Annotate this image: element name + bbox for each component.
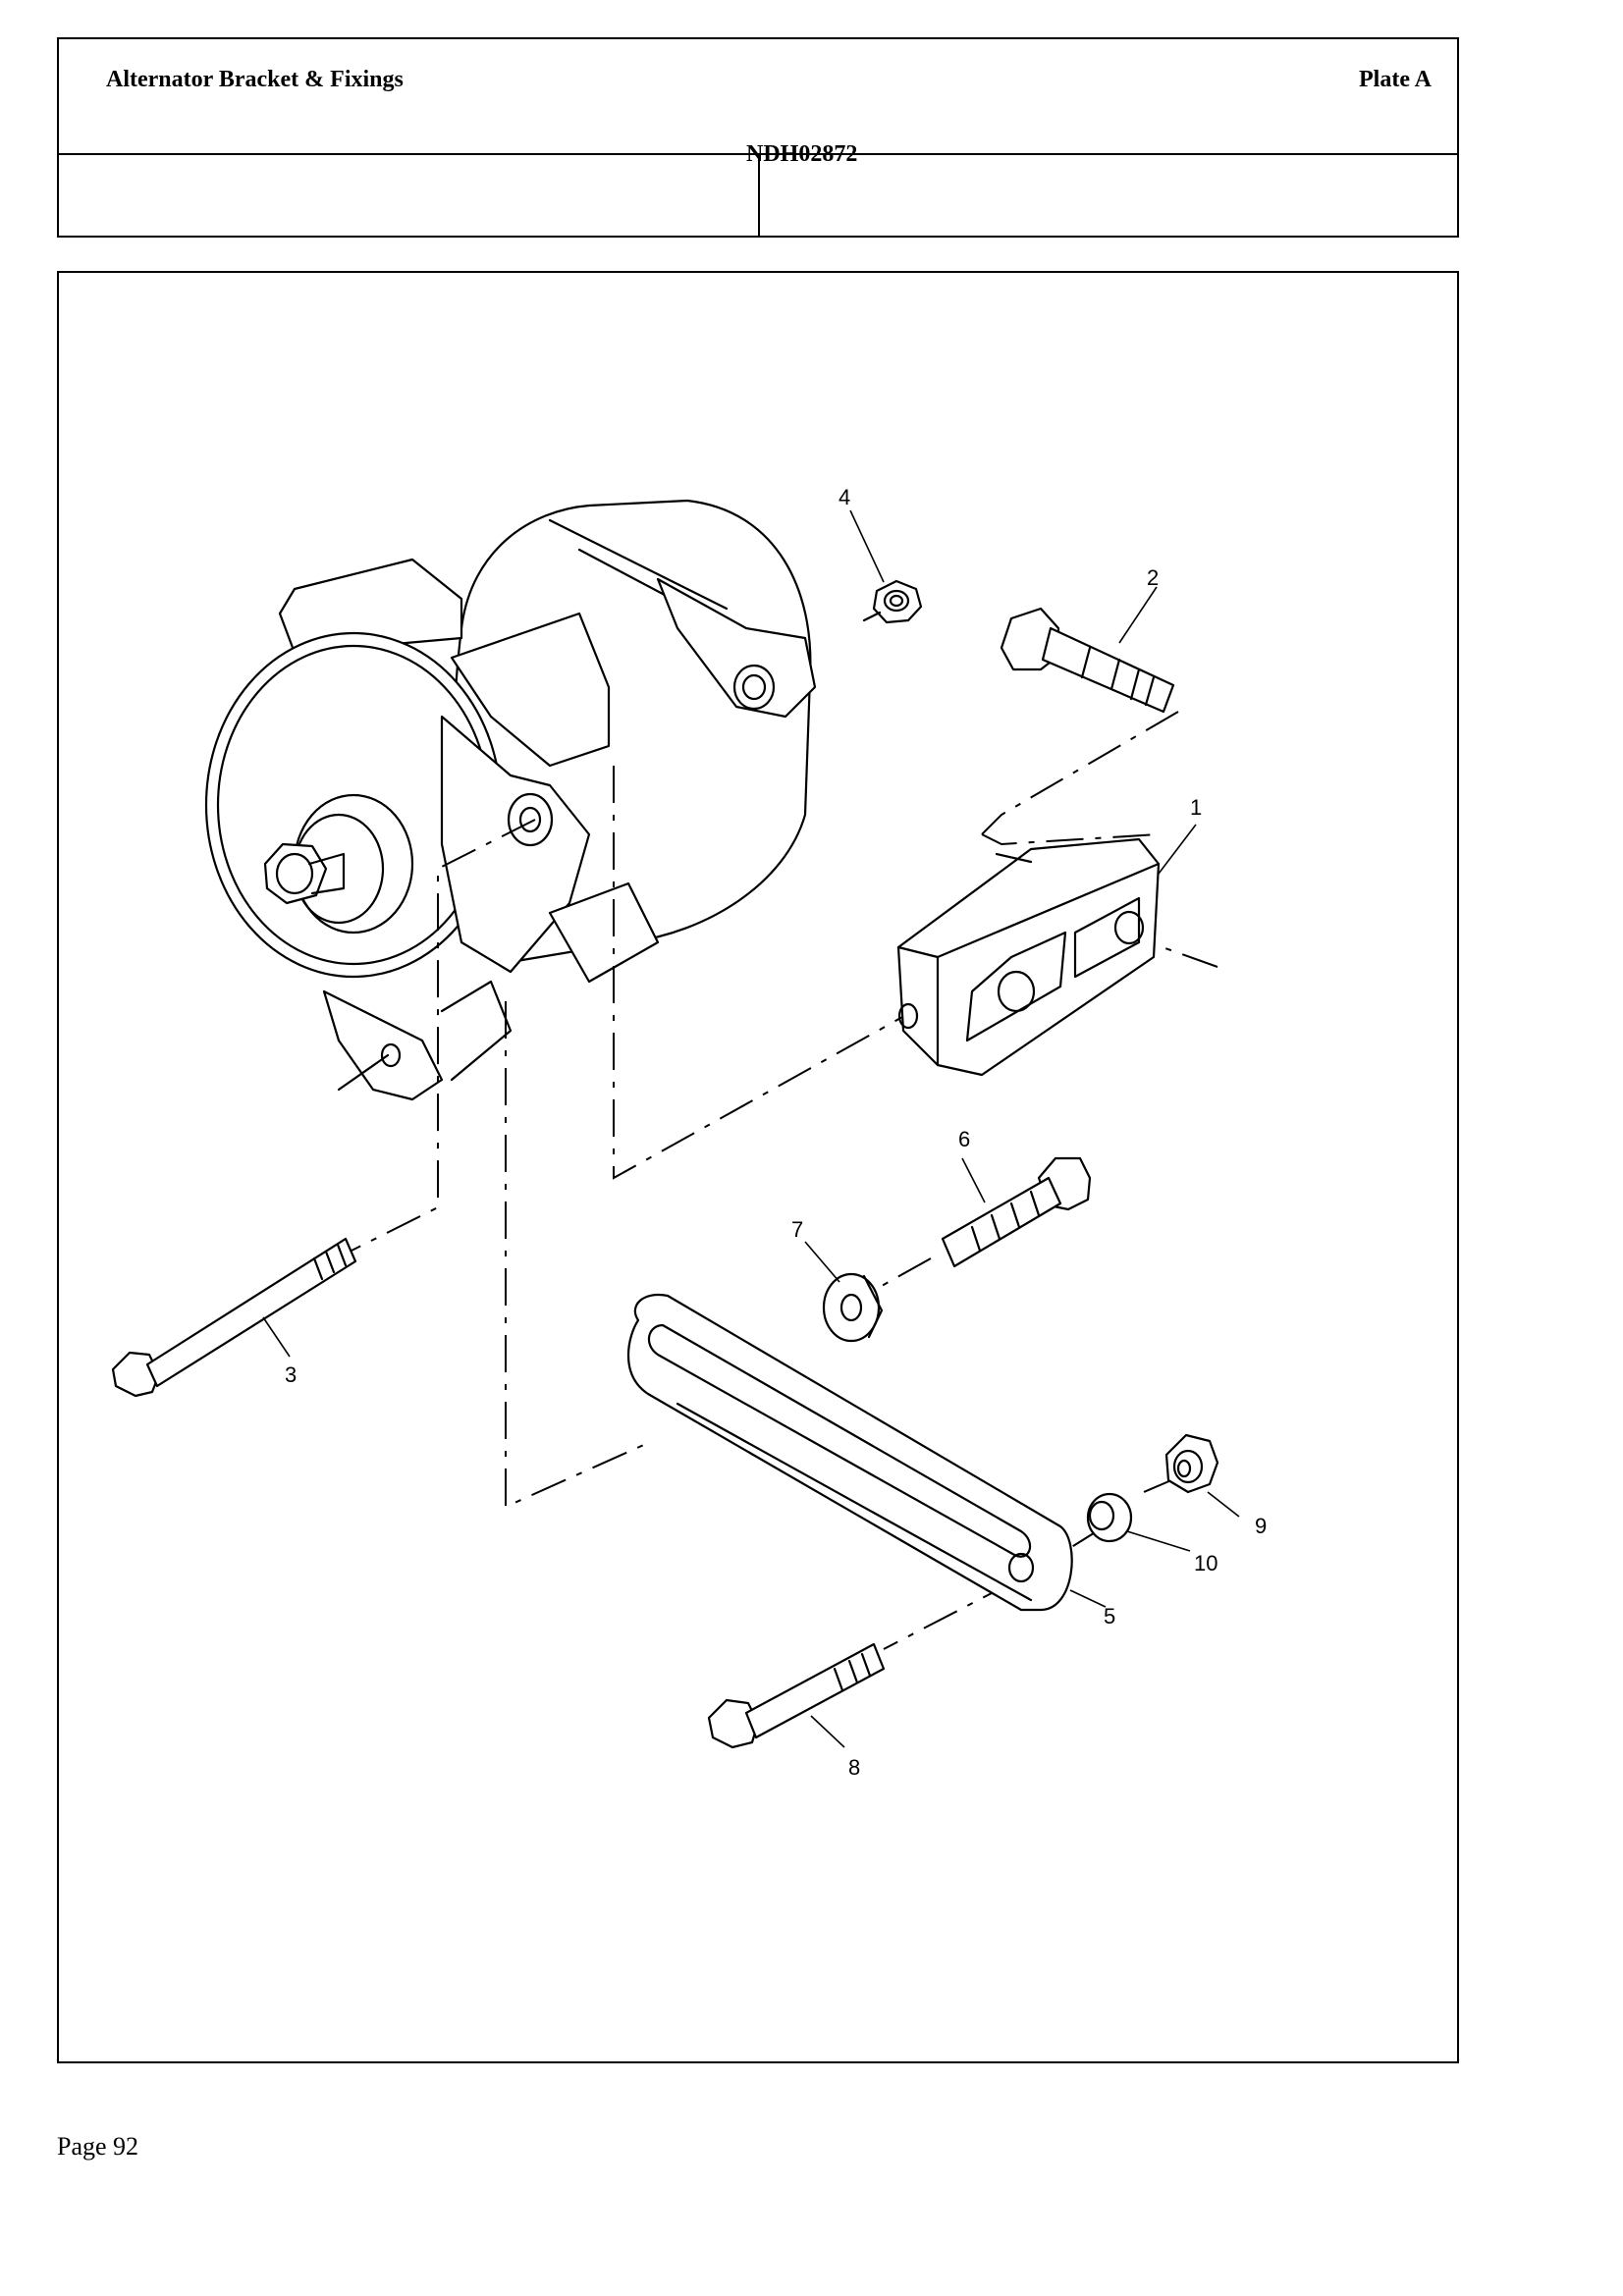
part-7-washer [822, 1272, 884, 1343]
callouts: 4 2 1 6 7 3 9 10 5 8 [285, 485, 1267, 1780]
plate-title: Alternator Bracket & Fixings [106, 67, 404, 92]
part-5-link [626, 1293, 1073, 1612]
callout-10: 10 [1194, 1551, 1217, 1575]
leader-lines [262, 509, 1240, 1748]
callout-6: 6 [958, 1127, 970, 1151]
callout-2: 2 [1147, 565, 1159, 590]
callout-1: 1 [1190, 795, 1202, 820]
part-1-bracket [896, 837, 1161, 1077]
plate-label: Plate A [1359, 67, 1432, 92]
callout-4: 4 [839, 485, 850, 509]
part-10-spacer [1086, 1492, 1133, 1543]
callout-3: 3 [285, 1362, 297, 1387]
drawing-reference: NDH02872 [746, 141, 858, 167]
part-2-bolt [1000, 607, 1175, 714]
part-9-nut [1164, 1433, 1219, 1494]
alternator [204, 499, 817, 1101]
callout-5: 5 [1104, 1604, 1115, 1629]
callout-8: 8 [848, 1755, 860, 1780]
header-vertical-divider [758, 153, 760, 238]
figure-frame [57, 271, 1459, 2063]
part-6-bolt [941, 1156, 1092, 1268]
callout-9: 9 [1255, 1514, 1267, 1538]
assembly-lines [343, 711, 1218, 1650]
part-4-nut [862, 579, 923, 624]
part-3-bolt [111, 1237, 357, 1398]
part-8-bolt [707, 1642, 886, 1749]
header-box: Alternator Bracket & Fixings Plate A [57, 37, 1459, 238]
page-number: Page 92 [57, 2132, 139, 2161]
callout-7: 7 [791, 1217, 803, 1242]
